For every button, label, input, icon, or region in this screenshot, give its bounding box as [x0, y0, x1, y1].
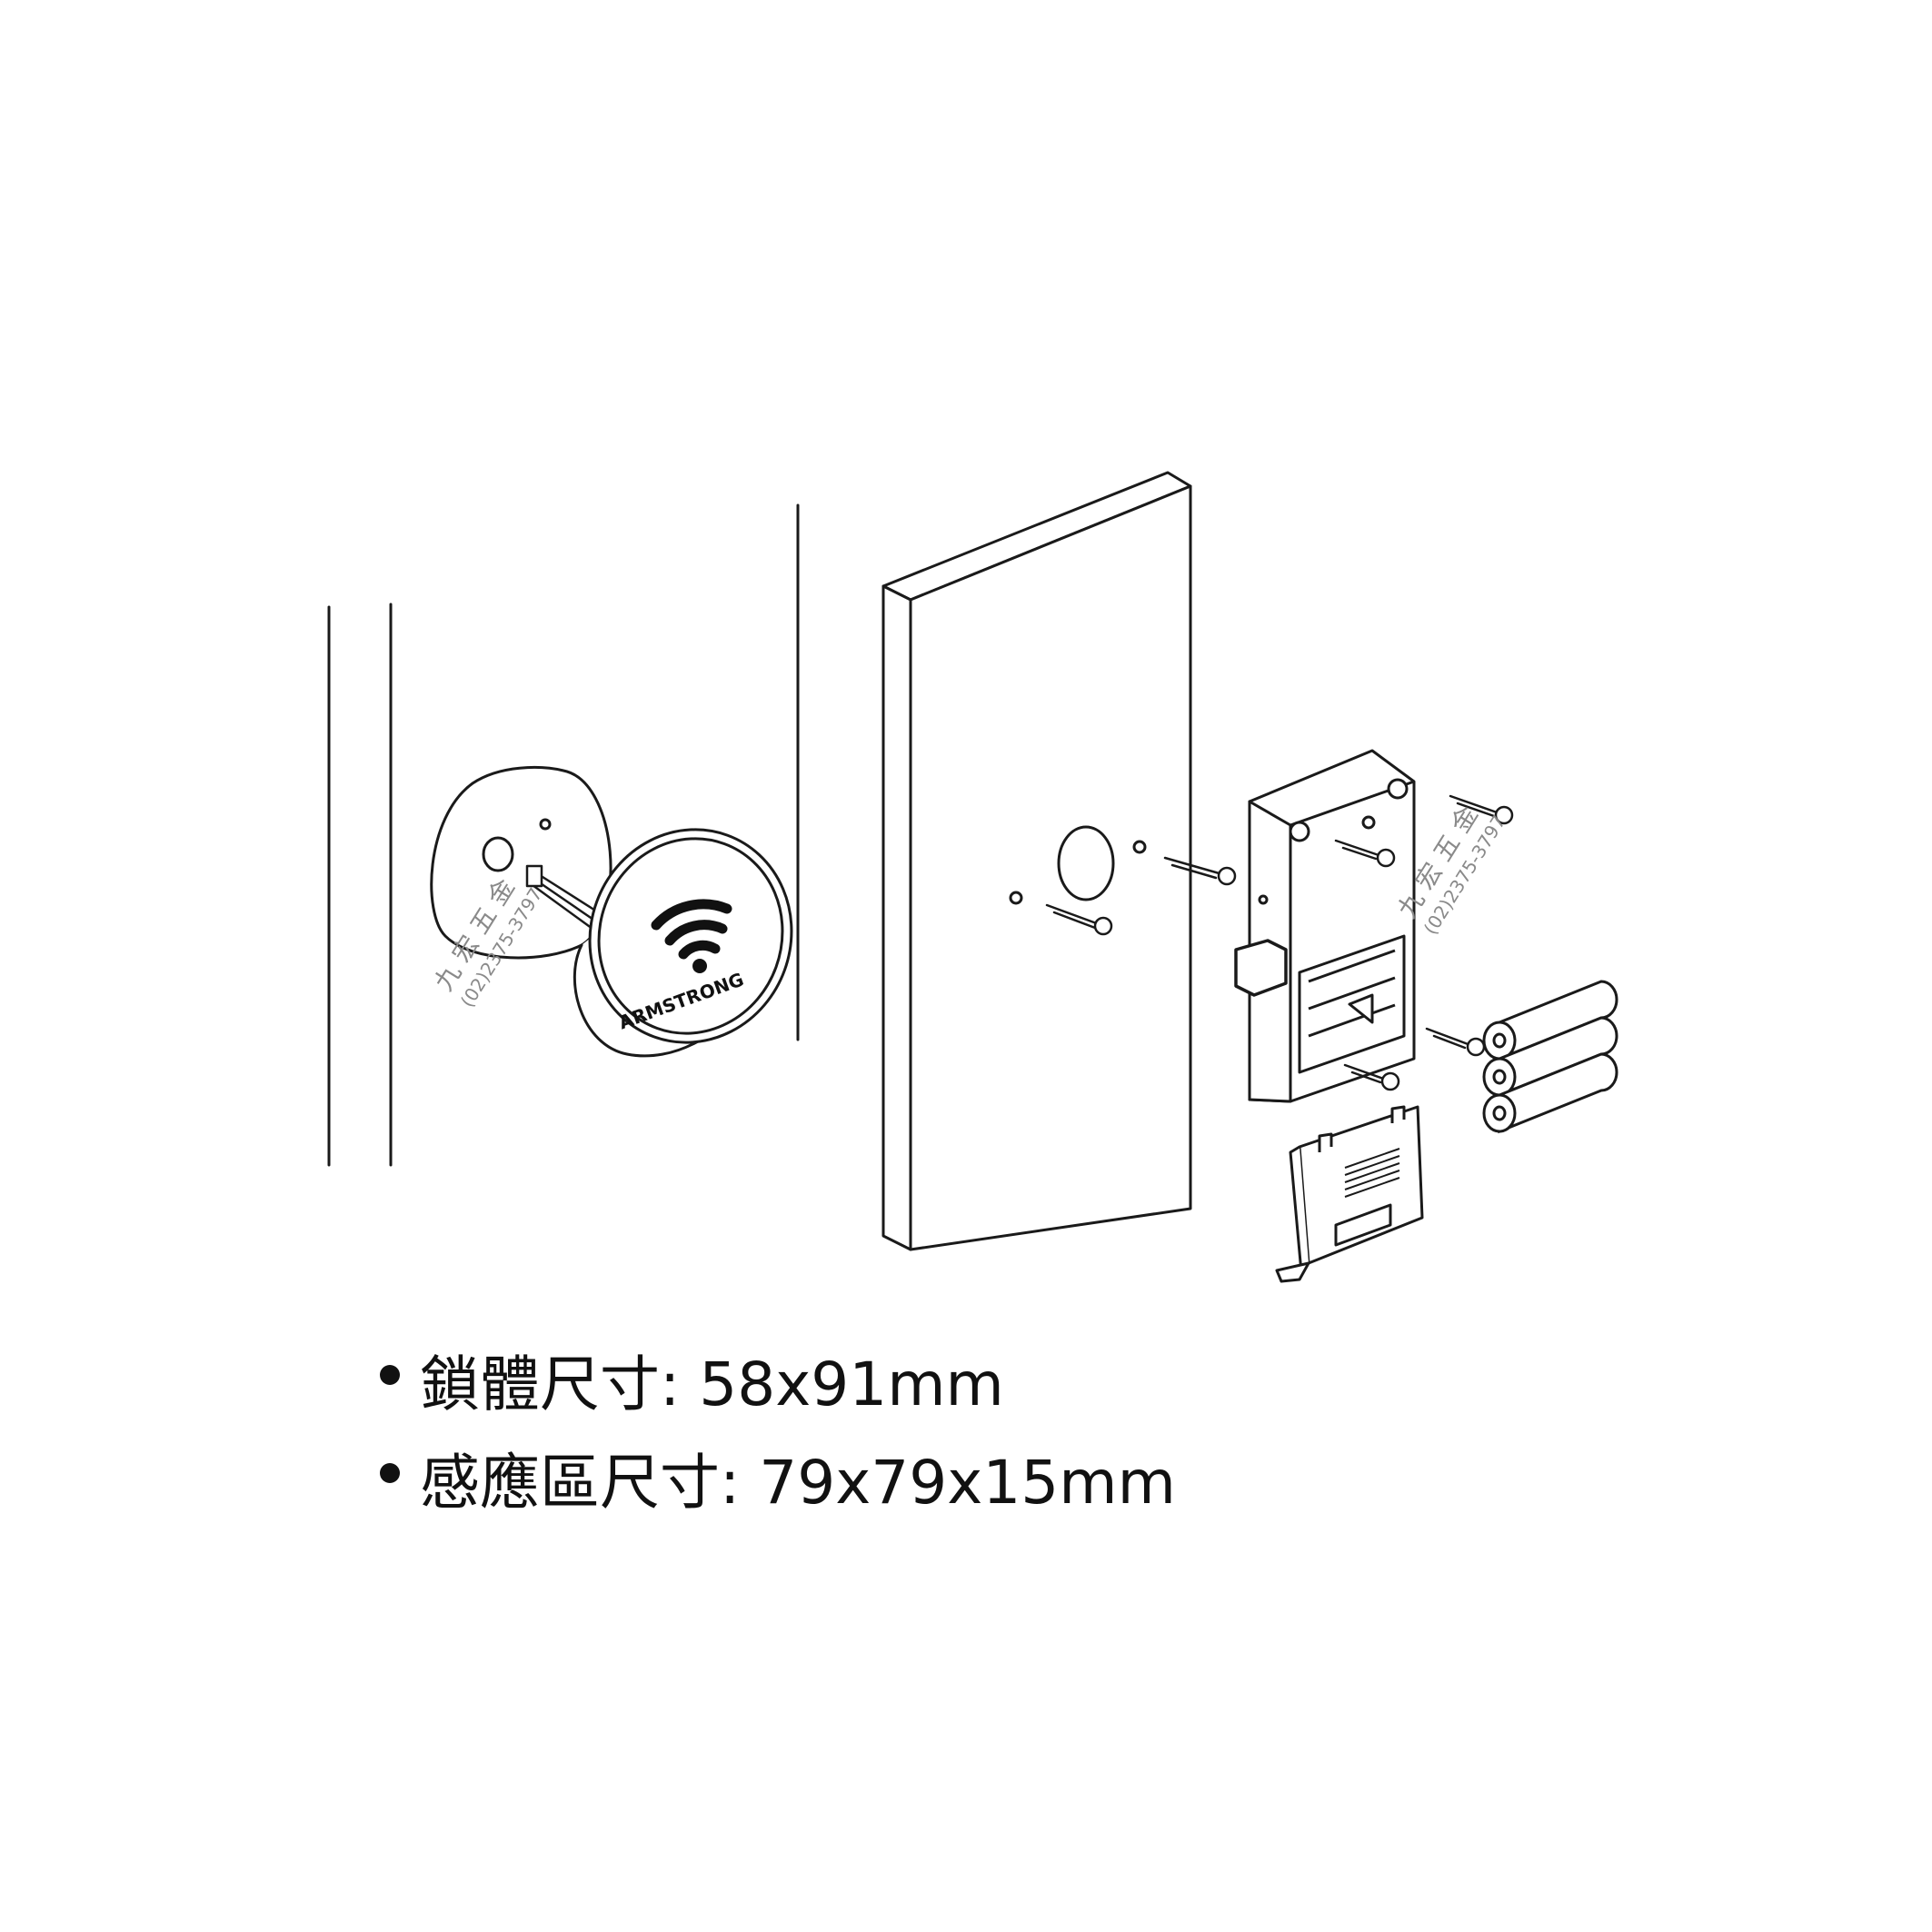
wifi-icon	[651, 899, 732, 973]
lock-body	[1234, 749, 1416, 1103]
spec-value: 58x91mm	[699, 1349, 1004, 1419]
spec-sensor-size: 感應區尺寸: 79x79x15mm	[420, 1434, 1176, 1521]
watermark-left: 九 宏 五 金 (02)2375-3797	[428, 873, 546, 1011]
spec-value: 79x79x15mm	[759, 1448, 1176, 1518]
ribbon-cable	[525, 864, 602, 931]
screw-icon	[1449, 794, 1514, 825]
bullet-icon	[380, 1463, 400, 1483]
spec-lock-size: 鎖體尺寸: 58x91mm	[420, 1336, 1004, 1423]
battery-icon	[1482, 1016, 1618, 1098]
screws-lock	[1334, 794, 1514, 1091]
batteries	[1482, 980, 1618, 1134]
spec-label: 感應區尺寸:	[420, 1448, 741, 1518]
card-reader-puck	[573, 828, 793, 1058]
screw-icon	[1045, 903, 1113, 936]
screw-icon	[1343, 1063, 1400, 1091]
mounting-plate	[430, 766, 612, 960]
screw-icon	[1163, 856, 1237, 886]
battery-icon	[1482, 1052, 1618, 1134]
screws-door	[1045, 856, 1237, 936]
battery-cover	[1275, 1105, 1424, 1283]
screw-icon	[1425, 1027, 1486, 1057]
spec-label: 鎖體尺寸:	[420, 1349, 681, 1419]
screw-icon	[1334, 839, 1396, 868]
cabinet-wall-lines	[327, 503, 800, 1167]
bullet-icon	[380, 1365, 400, 1385]
door-panel	[881, 471, 1192, 1251]
